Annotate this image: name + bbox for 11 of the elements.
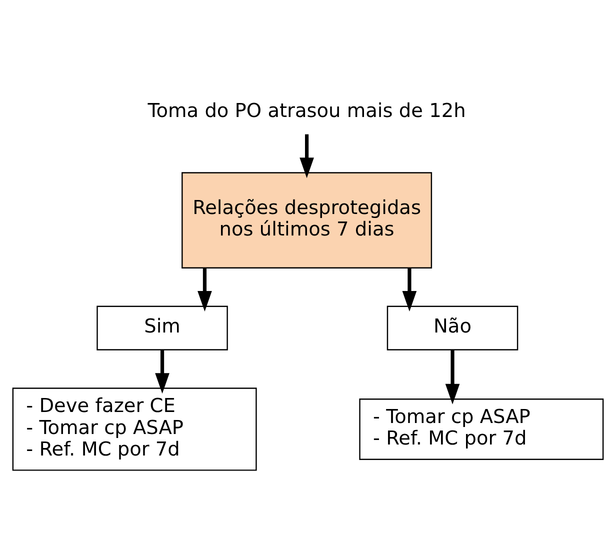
node-box: Não <box>386 305 518 350</box>
arrow <box>402 267 417 312</box>
node-text: Toma do PO atrasou mais de 12h <box>148 98 466 122</box>
node-box: - Tomar cp ASAP - Ref. MC por 7d <box>359 398 604 460</box>
arrow <box>155 350 170 394</box>
arrow <box>300 134 314 178</box>
node-box: Sim <box>96 305 228 350</box>
arrow <box>445 350 460 404</box>
node-box: - Deve fazer CE - Tomar cp ASAP - Ref. MC por 7d <box>12 387 257 470</box>
arrow <box>198 267 212 312</box>
node-box: Relações desprotegidas nos últimos 7 dias <box>182 172 432 268</box>
